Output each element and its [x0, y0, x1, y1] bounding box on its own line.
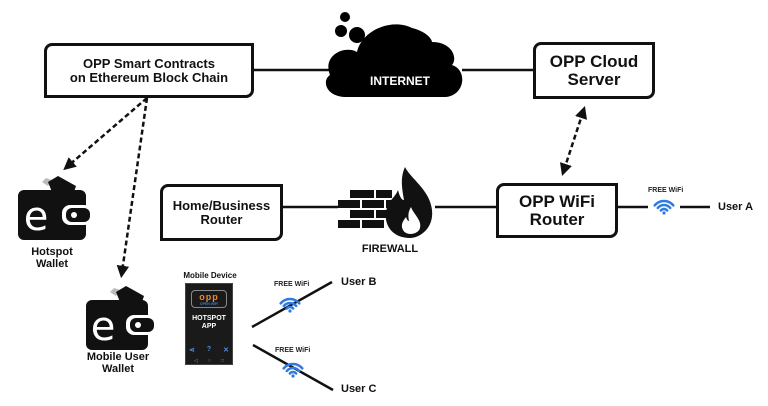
wifi-label-c: FREE WiFi	[275, 347, 311, 354]
firewall-label: FIREWALL	[361, 243, 419, 255]
phone-app-icons: ⋖ ? ✕	[189, 346, 229, 354]
smart-contracts-line1: OPP Smart Contracts	[83, 55, 215, 71]
wifi-icon	[282, 362, 304, 378]
wifi-router-line2: Router	[529, 209, 585, 229]
hotspot-wallet-line1: Hotspot	[31, 246, 73, 258]
hotspot-wallet-icon: e	[18, 176, 92, 240]
wifi-dot	[662, 211, 666, 215]
cloud-server-box: OPP Cloud Server	[533, 42, 655, 99]
wifi-dot	[288, 309, 292, 313]
wifi-arc	[282, 301, 298, 308]
phone-app-title: HOTSPOT APP	[186, 315, 232, 332]
cloud-server-line2: Server	[567, 69, 621, 89]
back-icon[interactable]: ◁	[194, 358, 198, 364]
phone-logo-frame: opp OPEN WIFI	[191, 290, 227, 308]
close-icon[interactable]: ✕	[223, 347, 229, 354]
wifi-arc	[285, 366, 301, 373]
user-c-label: User C	[341, 383, 377, 395]
wifi-icon	[653, 199, 675, 215]
wifi-arc	[656, 203, 672, 210]
wifi-arc	[282, 362, 304, 370]
wifi-arc	[285, 305, 295, 310]
home-router-line2: Router	[200, 211, 243, 227]
wifi-arc	[288, 370, 298, 375]
wifi-arc	[659, 207, 669, 212]
arrow-contracts-mobile-wallet	[116, 97, 149, 279]
home-router-line1: Home/Business	[172, 197, 271, 213]
home-icon[interactable]: ○	[207, 358, 211, 364]
firewall-icon	[338, 167, 433, 238]
user-a-label: User A	[718, 201, 754, 213]
cloud-server-line1: OPP Cloud	[549, 51, 639, 71]
share-icon[interactable]: ⋖	[189, 347, 195, 354]
phone-app-line1: HOTSPOT	[192, 315, 226, 322]
internet-label: INTERNET	[370, 74, 430, 88]
arrow-contracts-hotspot-wallet	[63, 97, 148, 171]
wifi-router-line1: OPP WiFi	[518, 191, 596, 211]
wifi-router-box: OPP WiFi Router	[496, 183, 618, 238]
recents-icon[interactable]: □	[220, 358, 224, 364]
help-icon[interactable]: ?	[206, 346, 212, 353]
mobile-wallet-line1: Mobile User	[86, 351, 150, 363]
phone-app-line2: APP	[201, 323, 217, 331]
mobile-wallet-icon: e	[86, 286, 156, 350]
svg-text:e: e	[24, 194, 49, 240]
smart-contracts-line2: on Ethereum Block Chain	[69, 69, 229, 85]
arrow-cloud-wifirouter	[560, 106, 587, 176]
user-b-label: User B	[341, 276, 377, 288]
phone-nav-bar: ◁ ○ □	[194, 358, 224, 364]
hotspot-wallet-label: Hotspot Wallet	[12, 246, 92, 270]
internet-cloud-icon	[325, 12, 463, 98]
phone-logo-sub: OPEN WIFI	[199, 302, 219, 306]
phone-logo: opp	[199, 292, 219, 302]
mobile-device: opp OPEN WIFI HOTSPOT APP ⋖ ? ✕ ◁ ○ □	[185, 283, 233, 365]
wifi-dot	[291, 374, 295, 378]
wifi-label-b: FREE WiFi	[274, 281, 310, 288]
wifi-arc	[653, 199, 675, 207]
smart-contracts-box: OPP Smart Contracts on Ethereum Block Ch…	[44, 43, 254, 98]
svg-text:e: e	[91, 304, 116, 350]
home-router-box: Home/Business Router	[160, 184, 283, 241]
mobile-wallet-line2: Wallet	[102, 363, 134, 376]
wifi-icon	[279, 297, 301, 313]
hotspot-wallet-line2: Wallet	[36, 258, 68, 271]
mobile-device-caption: Mobile Device	[183, 271, 237, 280]
wifi-label-a: FREE WiFi	[648, 187, 684, 194]
mobile-wallet-label: Mobile User Wallet	[72, 351, 164, 375]
wifi-arc	[279, 297, 301, 305]
